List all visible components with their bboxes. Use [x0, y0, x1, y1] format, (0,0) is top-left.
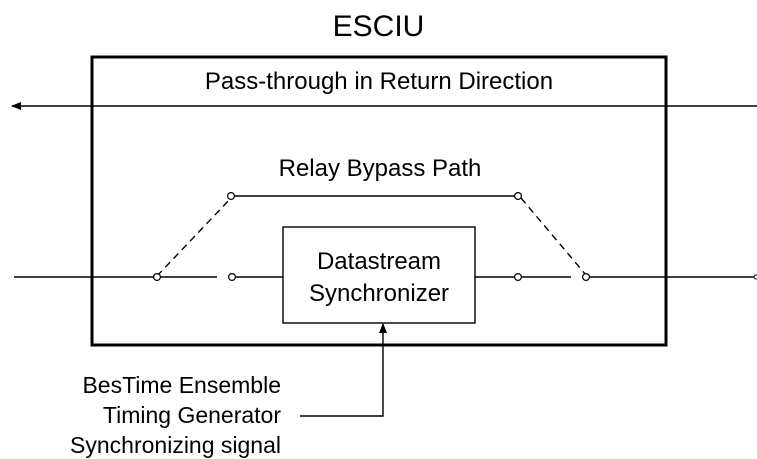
bypass-path-label: Relay Bypass Path [278, 155, 482, 182]
right-relay-dashed-arm [520, 197, 587, 276]
esciu-box [90, 55, 668, 347]
return-direction-label: Pass-through in Return Direction [204, 68, 554, 95]
output-terminal [753, 274, 757, 280]
right-relay-pivot-contact [581, 273, 590, 282]
synchronizer-label: Datastream Synchronizer [283, 246, 475, 310]
timing-source-line1: BesTime Ensemble [82, 372, 281, 398]
timing-source-label: BesTime Ensemble Timing Generator Synchr… [70, 370, 281, 459]
left-relay-normal-contact [228, 273, 237, 282]
synchronizer-label-line2: Synchronizer [308, 280, 450, 307]
timing-source-line2: Timing Generator [102, 402, 281, 428]
synchronizer-box [282, 226, 476, 324]
synchronizer-label-line1: Datastream [316, 248, 442, 275]
left-relay-dashed-arm [156, 197, 232, 277]
timing-source-line3: Synchronizing signal [70, 432, 281, 458]
sync-signal-line [300, 323, 387, 417]
right-relay-normal-contact [513, 273, 522, 282]
diagram-title: ESCIU [332, 10, 425, 43]
left-relay-bypass-contact [227, 192, 236, 201]
left-relay-pivot-contact [153, 273, 162, 282]
right-relay-bypass-contact [513, 192, 522, 201]
